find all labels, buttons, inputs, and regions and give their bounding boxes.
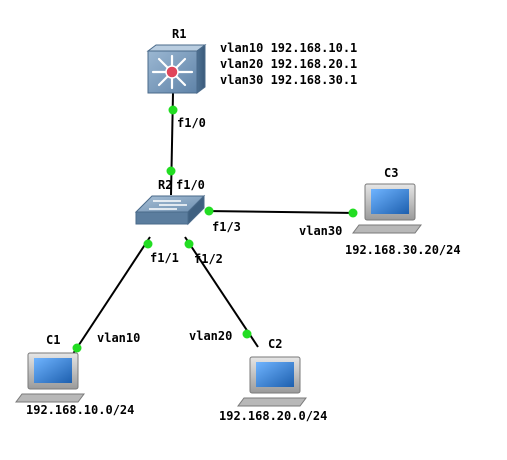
label-c3: C3 [384, 166, 398, 180]
port-indicator-sw-f1-2 [184, 239, 194, 249]
port-indicator-c3 [348, 208, 358, 218]
pc-screen-icon [34, 358, 72, 383]
port-indicator-c1 [72, 343, 82, 353]
port-indicator-r1-f1-0 [168, 105, 178, 115]
mls-core-icon [165, 65, 179, 79]
port-label-sw-f1-1: f1/1 [150, 251, 179, 265]
device-r1[interactable] [146, 44, 207, 94]
device-c2[interactable] [237, 356, 307, 407]
pc-screen-icon [256, 362, 294, 387]
port-label-sw-f1-3: f1/3 [212, 220, 241, 234]
address-c3: 192.168.30.20/24 [345, 243, 461, 257]
label-c2: C2 [268, 337, 282, 351]
port-indicator-c2 [242, 329, 252, 339]
label-c1: C1 [46, 333, 60, 347]
port-label-sw-f1-2: f1/2 [194, 252, 223, 266]
r1-interface-1: vlan10 192.168.10.1 [220, 41, 357, 55]
device-c3[interactable] [352, 183, 422, 234]
vlan-label-c3: vlan30 [299, 224, 342, 238]
port-label-r1-f1-0: f1/0 [177, 116, 206, 130]
port-indicator-sw-f1-3 [204, 206, 214, 216]
r1-interface-2: vlan20 192.168.20.1 [220, 57, 357, 71]
device-c1[interactable] [15, 352, 85, 403]
device-r2[interactable] [134, 194, 206, 226]
port-label-sw-f1-0: f1/0 [176, 178, 205, 192]
link-sw-c2[interactable] [184, 236, 259, 348]
address-c1: 192.168.10.0/24 [26, 403, 134, 417]
link-sw-c3[interactable] [204, 210, 357, 214]
label-r2: R2 [158, 178, 172, 192]
port-indicator-sw-f1-0 [166, 166, 176, 176]
label-r1: R1 [172, 27, 186, 41]
address-c2: 192.168.20.0/24 [219, 409, 327, 423]
vlan-label-c1: vlan10 [97, 331, 140, 345]
vlan-label-c2: vlan20 [189, 329, 232, 343]
switch-arrows-icon [149, 200, 187, 210]
r1-interface-3: vlan30 192.168.30.1 [220, 73, 357, 87]
pc-screen-icon [371, 189, 409, 214]
port-indicator-sw-f1-1 [143, 239, 153, 249]
